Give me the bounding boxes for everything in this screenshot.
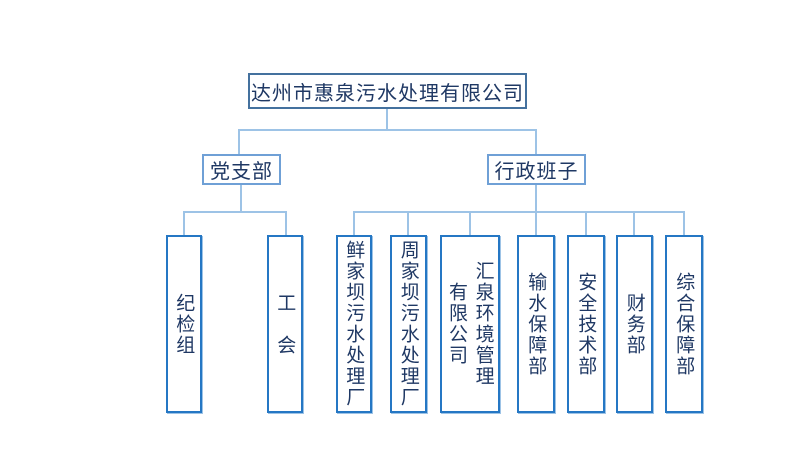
- connector-admin-drop: [535, 184, 537, 213]
- node-huiquan-environment-company-label: 汇泉环境管理 有限公司: [446, 261, 495, 387]
- node-finance-dept: 财务部: [616, 235, 653, 413]
- node-general-support-dept: 综合保障部: [665, 235, 703, 413]
- connector-party-horizontal: [183, 211, 287, 213]
- node-root-company-label: 达州市惠泉污水处理有限公司: [251, 80, 524, 105]
- connector-leaf-drop: [469, 211, 471, 236]
- connector-admin-riser: [535, 129, 537, 155]
- node-safety-technology-dept-label: 安全技术部: [575, 271, 598, 377]
- connector-leaf-drop: [633, 211, 635, 236]
- connector-leaf-drop: [407, 211, 409, 236]
- connector-party-drop: [240, 184, 242, 213]
- node-safety-technology-dept: 安全技术部: [567, 235, 605, 413]
- node-xianjiaba-sewage-plant: 鲜家坝污水处理厂: [336, 235, 372, 413]
- connector-admin-horizontal: [353, 211, 685, 213]
- node-xianjiaba-sewage-plant-label: 鲜家坝污水处理厂: [343, 240, 366, 408]
- node-admin-team: 行政班子: [487, 154, 586, 185]
- node-water-transmission-support-dept: 输水保障部: [517, 235, 555, 413]
- node-labor-union: 工 会: [267, 235, 303, 413]
- node-discipline-inspection-group: 纪检组: [166, 235, 202, 413]
- node-water-transmission-support-dept-label: 输水保障部: [525, 271, 548, 377]
- node-discipline-inspection-group-label: 纪检组: [173, 292, 196, 356]
- node-party-branch-label: 党支部: [210, 159, 273, 183]
- connector-leaf-drop: [183, 211, 185, 236]
- node-zhoujiaba-sewage-plant-label: 周家坝污水处理厂: [397, 240, 420, 408]
- connector-level1-horizontal: [238, 129, 537, 131]
- connector-leaf-drop: [683, 211, 685, 236]
- node-admin-team-label: 行政班子: [494, 159, 579, 183]
- node-huiquan-environment-company: 汇泉环境管理 有限公司: [440, 235, 500, 413]
- connector-leaf-drop: [585, 211, 587, 236]
- node-root-company: 达州市惠泉污水处理有限公司: [248, 73, 527, 109]
- connector-root-drop: [386, 108, 388, 131]
- connector-leaf-drop: [285, 211, 287, 236]
- connector-leaf-drop: [353, 211, 355, 236]
- connector-party-riser: [238, 129, 240, 155]
- node-general-support-dept-label: 综合保障部: [673, 271, 696, 377]
- node-labor-union-label: 工 会: [274, 292, 297, 356]
- node-finance-dept-label: 财务部: [623, 292, 646, 356]
- connector-leaf-drop: [535, 211, 537, 236]
- node-party-branch: 党支部: [202, 154, 281, 185]
- node-zhoujiaba-sewage-plant: 周家坝污水处理厂: [390, 235, 427, 413]
